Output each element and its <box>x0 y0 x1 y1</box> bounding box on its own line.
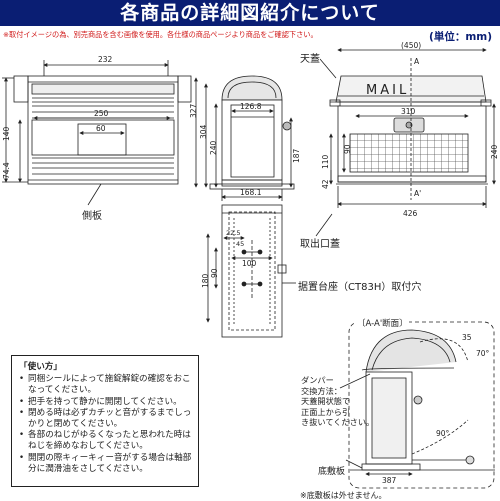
howto-item: •各部のねじがゆるくなったと思われた時はねじを締めなおしてください。 <box>19 430 191 452</box>
label-mount-holes: 据置台座（CT83H）取付穴 <box>298 282 422 293</box>
dim-304: 304 <box>199 124 208 139</box>
dim-110: 110 <box>321 154 330 169</box>
dim-387: 387 <box>382 476 397 485</box>
dim-240-side: 240 <box>209 140 218 155</box>
dim-100: 100 <box>242 259 257 268</box>
label-side-plate: 側板 <box>82 211 102 222</box>
dim-250: 250 <box>94 109 109 118</box>
bottom-note: ※底敷板は外せません。 <box>300 491 387 500</box>
label-section: 〔A-A'断面〕 <box>356 317 409 329</box>
unit-label: (単位：mm) <box>429 31 492 43</box>
howto-item: •開閉の際キィーキィー音がする場合は軸部分に潤滑油をさしてください。 <box>19 452 192 474</box>
label-bottom-plate: 底敷板 <box>318 467 346 477</box>
front-view <box>2 60 192 206</box>
angle-90: 90° <box>436 429 450 438</box>
label-takeout-lid: 取出口蓋 <box>300 239 340 250</box>
dim-126-8: 126.8 <box>240 102 262 111</box>
right-view <box>315 48 496 237</box>
dim-187: 187 <box>292 148 301 163</box>
dim-140: 140 <box>2 126 11 141</box>
dim-35: 35 <box>462 333 472 342</box>
dim-90-bottom: 90 <box>210 268 219 278</box>
section-view <box>339 321 495 489</box>
section-mark-a2: A' <box>414 189 421 198</box>
dim-426: 426 <box>403 209 418 218</box>
page-title: 各商品の詳細図紹介について <box>0 0 500 26</box>
mail-plate: MAIL <box>366 83 409 98</box>
dim-240-right: 240 <box>490 144 499 159</box>
label-top-lid: 天蓋 <box>300 54 320 65</box>
dim-327: 327 <box>189 103 198 118</box>
damper-note: ダンパー 交換方法： 天蓋開状態で 正面上から引 き抜いてください。 <box>301 375 375 427</box>
howto-title: 「使い方」 <box>19 362 62 372</box>
dim-180: 180 <box>201 273 210 288</box>
section-mark-a: A <box>414 57 420 66</box>
image-note: ※取付イメージの為、別売商品を含む画像を使用。各仕様の商品ページより商品をご確認… <box>3 30 318 39</box>
dim-450: (450) <box>401 41 421 50</box>
angle-70: 70° <box>476 349 490 358</box>
dim-45: 45 <box>236 240 244 248</box>
side-view <box>194 75 295 201</box>
howto-item: •閉める時は必ずカチッと音がするまでしっかりと閉めてください。 <box>19 407 192 430</box>
dim-42: 42 <box>321 179 330 189</box>
dim-232: 232 <box>98 55 113 64</box>
dim-60: 60 <box>96 124 106 133</box>
dim-90-right: 90 <box>343 144 352 154</box>
dim-74-4: 74.4 <box>2 162 11 179</box>
dim-168-1: 168.1 <box>240 188 262 197</box>
howto-item: •把手を持って静かに開閉してください。 <box>19 396 182 407</box>
dim-310: 310 <box>401 107 416 116</box>
howto-item: •同梱シールによって施錠解錠の確認をおこなってください。 <box>19 374 191 396</box>
dim-22-5: 22.5 <box>226 229 240 237</box>
howto-box: 「使い方」 •同梱シールによって施錠解錠の確認をおこなってください。 •把手を持… <box>11 355 199 487</box>
bottom-view <box>206 204 296 338</box>
